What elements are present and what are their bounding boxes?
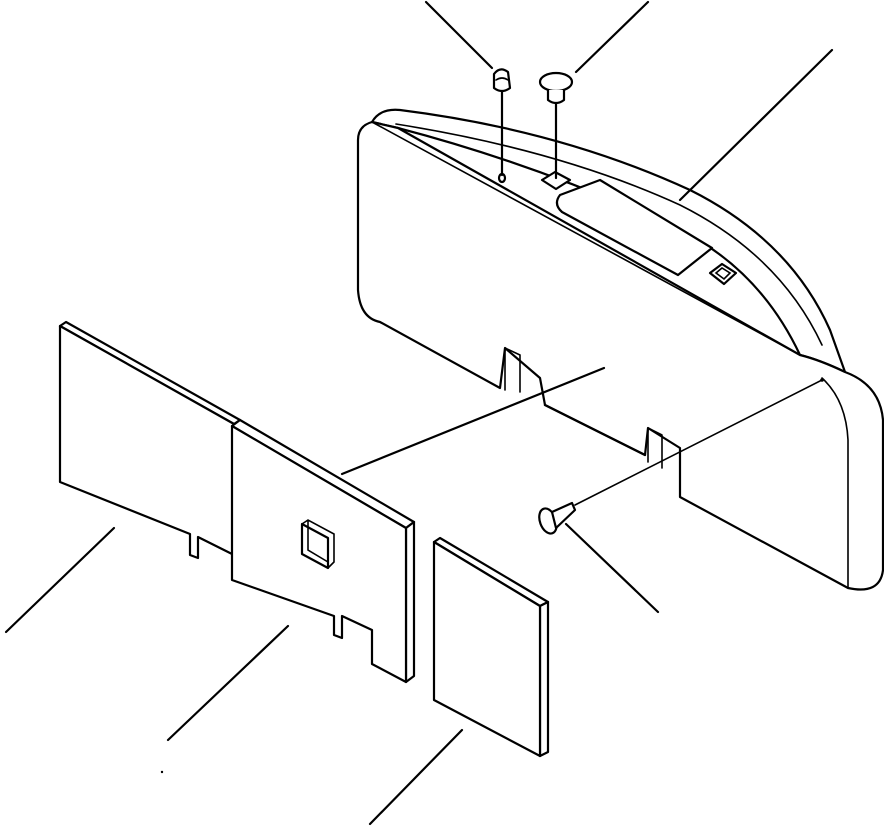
- rivet-shank: [550, 501, 577, 530]
- cover-tab-left: [504, 347, 521, 393]
- cover-housing: [356, 108, 884, 591]
- pad-left-face: [58, 324, 236, 560]
- plug-cap: [538, 71, 574, 93]
- insulation-pad-left: [58, 320, 242, 560]
- pad-right-side-edge: [538, 600, 550, 758]
- clip-head-detail: [495, 77, 509, 81]
- callout-leaders: [4, 0, 834, 826]
- clip-rivet: [538, 378, 824, 535]
- pad-right-face: [432, 540, 542, 758]
- leader-cover: [678, 48, 834, 202]
- clip-head: [492, 68, 512, 93]
- pad-center-window-inner: [301, 519, 335, 569]
- plug-stem: [546, 90, 566, 105]
- insulation-pad-center: [230, 366, 647, 684]
- leader-clip: [424, 0, 494, 70]
- insulation-pad-right: [432, 536, 550, 758]
- pad-center-assembly-line: [340, 366, 606, 476]
- cover-top-window: [555, 178, 714, 277]
- cover-tab-right: [647, 427, 663, 469]
- stray-dot: [160, 770, 164, 774]
- pad-center-side-edge: [404, 520, 416, 684]
- cover-plug-seat: [540, 170, 572, 191]
- cover-left-face-edge: [371, 121, 801, 356]
- cover-right-end-edge: [821, 377, 849, 589]
- cover-hole-right-inner: [714, 267, 732, 281]
- leader-pad-center: [166, 624, 290, 742]
- plug: [538, 71, 574, 180]
- rivet-target-point: [820, 378, 824, 382]
- cover-lower-edge-line: [543, 403, 647, 457]
- leader-rivet: [564, 522, 660, 614]
- rivet-centerline: [574, 379, 823, 506]
- cover-rim-inner-line: [395, 123, 823, 346]
- leader-pad-right: [368, 728, 464, 826]
- leader-pad-left: [4, 526, 116, 634]
- cover-front-face: [356, 120, 884, 591]
- cover-hole-right: [708, 262, 738, 286]
- leader-plug: [574, 0, 650, 74]
- clip: [492, 68, 512, 177]
